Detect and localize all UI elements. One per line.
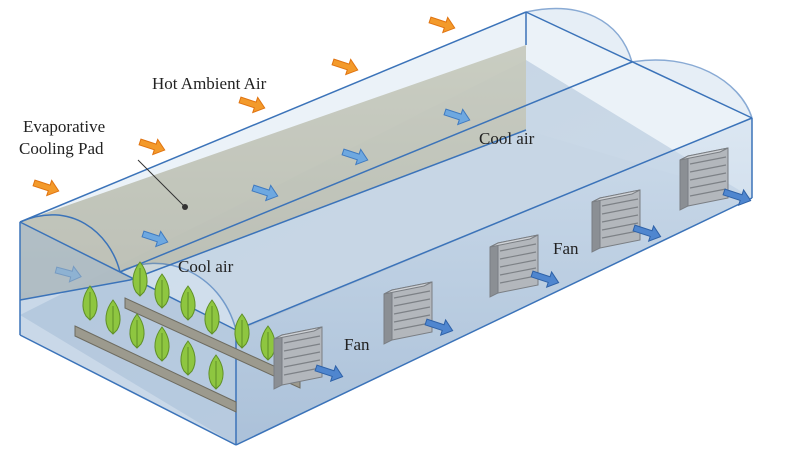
hot-air-arrow-icon — [427, 11, 458, 37]
fan-label-lower: Fan — [344, 335, 370, 354]
cooling-pad-label-line2: Cooling Pad — [19, 139, 104, 158]
hot-ambient-air-label: Hot Ambient Air — [152, 74, 267, 93]
hot-air-arrow-icon — [31, 174, 62, 200]
hot-air-arrow-icon — [330, 53, 361, 79]
bench-front — [74, 325, 237, 413]
hot-air-arrow-icon — [237, 91, 268, 117]
cooling-pad-leader-dot — [182, 204, 188, 210]
left-arch — [19, 214, 121, 273]
evaporative-label-line1: Evaporative — [23, 117, 106, 136]
hot-air-arrow-icon — [137, 133, 168, 159]
cool-air-label-top: Cool air — [479, 129, 535, 148]
roof-panel — [20, 12, 752, 330]
bench-back — [124, 297, 301, 389]
fan-label-upper: Fan — [553, 239, 579, 258]
cooling-pad-leader — [137, 159, 186, 208]
frame-edges — [19, 11, 753, 446]
cool-air-label-left: Cool air — [178, 257, 234, 276]
